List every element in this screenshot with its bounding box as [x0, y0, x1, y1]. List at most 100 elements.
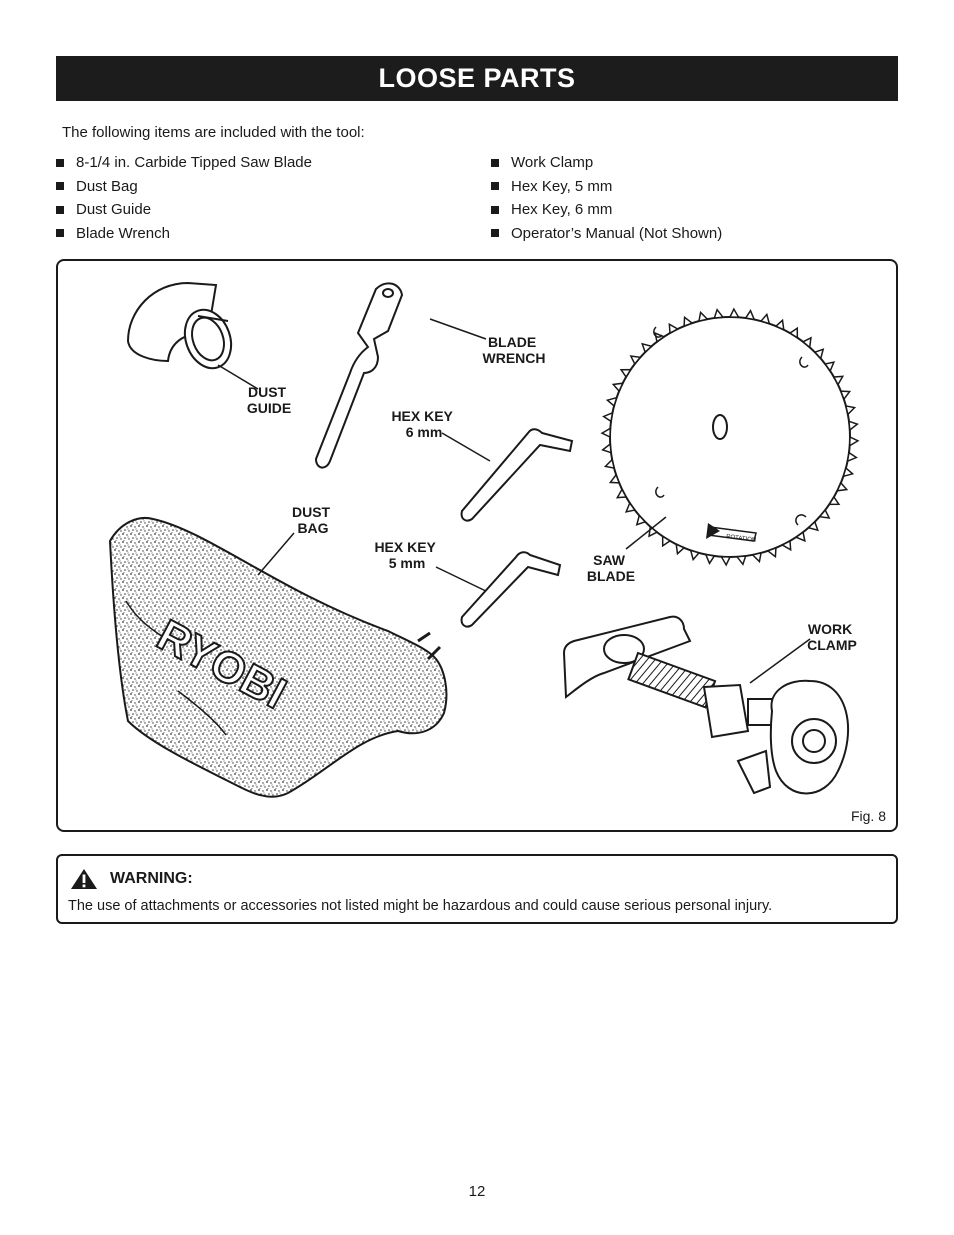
saw-blade-label: SAW BLADE — [587, 552, 635, 584]
square-bullet-icon — [491, 205, 499, 214]
blade-tooth — [801, 336, 812, 349]
square-bullet-icon — [56, 182, 64, 191]
blade-tooth — [844, 404, 857, 416]
blade-tooth — [848, 420, 859, 432]
blade-tooth — [788, 326, 799, 340]
blade-tooth — [759, 312, 771, 325]
blade-tooth — [608, 473, 621, 484]
figure-caption: Fig. 8 — [851, 808, 886, 824]
list-item: Dust Guide — [56, 198, 312, 222]
blade-wrench-label: BLADE WRENCH — [483, 334, 546, 366]
list-item: Hex Key, 6 mm — [491, 198, 722, 222]
warning-triangle-icon — [71, 869, 97, 889]
list-item: Hex Key, 5 mm — [491, 175, 722, 199]
blade-tooth — [842, 466, 855, 478]
blade-tooth — [697, 310, 709, 323]
list-item: Dust Bag — [56, 175, 312, 199]
blade-tooth — [605, 396, 618, 408]
blade-tooth — [848, 435, 860, 447]
blade-tooth — [846, 451, 858, 463]
dust-bag-label: DUST BAG — [292, 504, 334, 536]
blade-tooth — [728, 307, 740, 319]
blade-tooth — [823, 361, 836, 373]
work-clamp-leader-line — [749, 638, 811, 684]
blade-tooth — [615, 487, 628, 499]
dust-bag-leader-line — [257, 532, 295, 576]
dust-guide-drawing — [126, 281, 233, 370]
blade-tooth — [720, 555, 732, 567]
hex-key-5mm-drawing — [460, 551, 562, 628]
blade-tooth — [744, 309, 756, 321]
blade-tooth — [601, 442, 612, 454]
hex-key-6mm-drawing — [460, 428, 574, 522]
list-item: Operator’s Manual (Not Shown) — [491, 222, 722, 246]
blade-tooth — [629, 355, 642, 366]
blade-wrench-leader-line — [429, 318, 487, 340]
blade-tooth — [766, 546, 777, 559]
parts-illustration: DUST GUIDE BLADE WRENCH HEX KEY 6 mm — [108, 281, 886, 824]
page-number: 12 — [468, 1183, 486, 1200]
square-bullet-icon — [491, 158, 499, 167]
blade-tooth — [774, 318, 785, 331]
blade-tooth — [675, 543, 686, 556]
blade-tooth — [780, 539, 792, 552]
blade-tooth — [827, 495, 841, 506]
warning-text: The use of attachments or accessories no… — [68, 898, 773, 914]
square-bullet-icon — [491, 229, 499, 238]
blade-tooth — [689, 549, 701, 562]
blade-tooth — [832, 375, 845, 387]
arbor-hole — [712, 414, 728, 440]
square-bullet-icon — [56, 158, 64, 167]
saw-blade-disc — [609, 316, 851, 558]
square-bullet-icon — [56, 229, 64, 238]
blade-tooth — [602, 411, 614, 423]
blade-tooth — [751, 551, 763, 564]
dust-guide-leader-line — [217, 364, 259, 390]
saw-blade-leader-line — [625, 516, 667, 550]
blade-tooth — [624, 501, 637, 513]
blade-tooth — [611, 382, 624, 393]
hex-key-6mm-leader-line — [441, 432, 491, 462]
blade-tooth — [619, 368, 633, 379]
blade-tooth — [635, 514, 647, 526]
square-bullet-icon — [56, 205, 64, 214]
blade-tooth — [683, 315, 694, 328]
blade-tooth — [813, 348, 825, 360]
warning-title: WARNING: — [110, 870, 193, 887]
square-bullet-icon — [491, 182, 499, 191]
blade-wrench-drawing — [314, 282, 404, 469]
blade-tooth — [735, 555, 747, 566]
work-clamp-label: WORK CLAMP — [807, 621, 857, 653]
rotation-arrow-icon: ROTATION — [706, 523, 757, 544]
blade-tooth — [603, 458, 616, 470]
blade-tooth — [713, 308, 725, 319]
hex-key-6mm-label: HEX KEY 6 mm — [391, 408, 456, 440]
loose-parts-list-left: 8-1/4 in. Carbide Tipped Saw Blade Dust … — [56, 151, 312, 245]
blade-tooth — [836, 481, 849, 492]
blade-tooth — [807, 520, 819, 532]
saw-blade-drawing: ROTATION — [600, 307, 860, 567]
list-item: 8-1/4 in. Carbide Tipped Saw Blade — [56, 151, 312, 175]
work-clamp-drawing — [562, 615, 850, 795]
hex-key-5mm-leader-line — [435, 566, 491, 594]
dust-guide-label: DUST GUIDE — [247, 384, 291, 416]
loose-parts-figure: DUST GUIDE BLADE WRENCH HEX KEY 6 mm — [56, 259, 898, 832]
blade-tooth — [641, 342, 653, 354]
blade-tooth — [704, 553, 716, 565]
hex-key-5mm-label: HEX KEY 5 mm — [374, 539, 439, 571]
dust-bag-drawing: RYOBI — [108, 517, 448, 798]
blade-tooth — [661, 534, 672, 548]
loose-parts-list-right: Work Clamp Hex Key, 5 mm Hex Key, 6 mm O… — [491, 151, 722, 245]
blade-tooth — [794, 530, 806, 543]
intro-text: The following items are included with th… — [62, 124, 365, 141]
svg-text:ROTATION: ROTATION — [726, 534, 757, 544]
blade-tooth — [818, 508, 831, 519]
blade-tooth — [668, 322, 680, 335]
page-title: LOOSE PARTS — [56, 56, 898, 101]
blade-tooth — [839, 390, 852, 401]
blade-tooth — [600, 427, 612, 439]
list-item: Work Clamp — [491, 151, 722, 175]
warning-box: WARNING: The use of attachments or acces… — [56, 854, 898, 924]
saw-blade-teeth — [600, 307, 860, 567]
list-item: Blade Wrench — [56, 222, 312, 246]
